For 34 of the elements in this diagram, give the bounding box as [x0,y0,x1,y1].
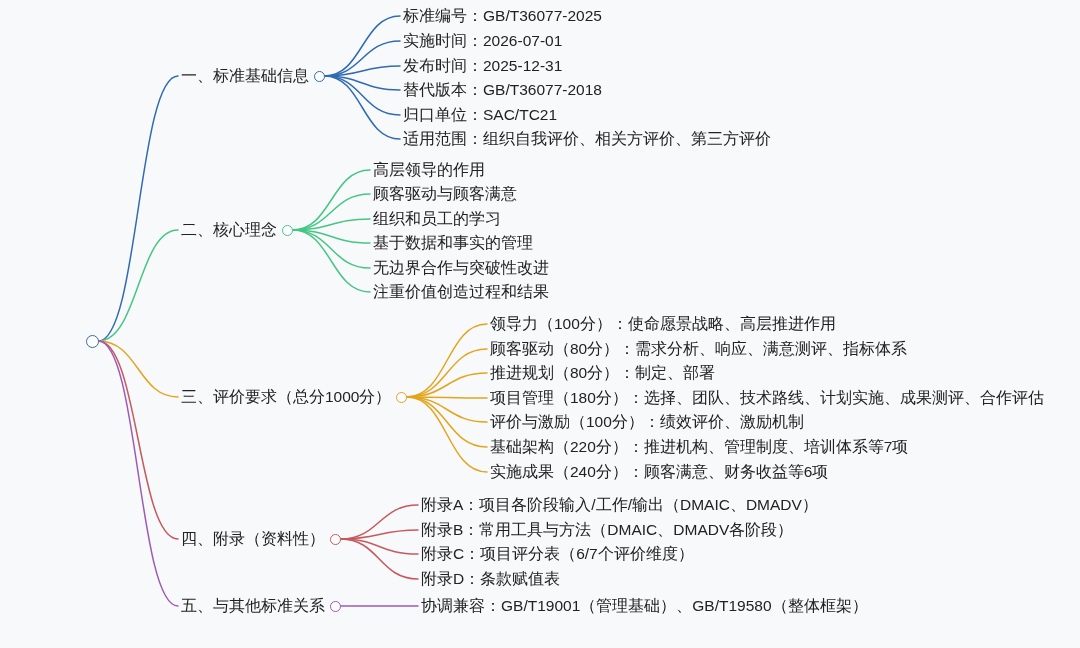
connector-line [406,396,488,473]
subtopic-text: 组织和员工的学习 [373,207,501,231]
subtopic-text: 实施成果（240分）：顾客满意、财务收益等6项 [490,460,829,484]
topic-text: 四、附录（资料性） [181,529,325,549]
subtopic-text: 附录A：项目各阶段输入/工作/输出（DMAIC、DMADV） [421,493,818,517]
subtopic-text: 适用范围：组织自我评价、相关方评价、第三方评价 [403,127,771,151]
subtopic-text: 领导力（100分）：使命愿景战略、高层推进作用 [490,312,836,336]
subtopic-text: 附录D：条款赋值表 [421,567,561,591]
subtopic-text: 高层领导的作用 [373,158,485,182]
subtopic-text: 基于数据和事实的管理 [373,231,533,255]
topic-text: 一、标准基础信息 [181,66,309,86]
subtopic-text: 归口单位：SAC/TC21 [403,103,558,127]
subtopic-text: 顾客驱动（80分）：需求分析、响应、满意测评、指标体系 [490,337,908,361]
subtopic-text: 附录C：项目评分表（6/7个评价维度） [421,542,694,566]
connector-line [97,340,179,398]
connector-line [339,605,419,607]
connector-line [97,340,179,607]
subtopic-text: 替代版本：GB/T36077-2018 [403,78,602,102]
subtopic-text: 注重价值创造过程和结果 [373,280,549,304]
root-node-circle [86,334,99,348]
subtopic-text: 评价与激励（100分）：绩效评价、激励机制 [490,410,804,434]
subtopic-text: 附录B：常用工具与方法（DMAIC、DMADV各阶段） [421,518,794,542]
topic-text: 二、核心理念 [181,220,277,240]
topic-text: 五、与其他标准关系 [181,596,325,616]
subtopic-text: 基础架构（220分）：推进机构、管理制度、培训体系等7项 [490,435,909,459]
subtopic-text: 推进规划（80分）：制定、部署 [490,361,716,385]
subtopic-text: 发布时间：2025-12-31 [403,54,563,78]
topic-text: 三、评价要求（总分1000分） [181,387,392,407]
subtopic-text: 无边界合作与突破性改进 [373,256,549,280]
subtopic-text: 标准编号：GB/T36077-2025 [403,4,602,28]
subtopic-text: 项目管理（180分）：选择、团队、技术路线、计划实施、成果测评、合作评估 [490,386,1044,410]
subtopic-text: 协调兼容：GB/T19001（管理基础）、GB/T19580（整体框架） [421,594,868,618]
subtopic-text: 实施时间：2026-07-01 [403,29,563,53]
subtopic-text: 顾客驱动与顾客满意 [373,182,517,206]
